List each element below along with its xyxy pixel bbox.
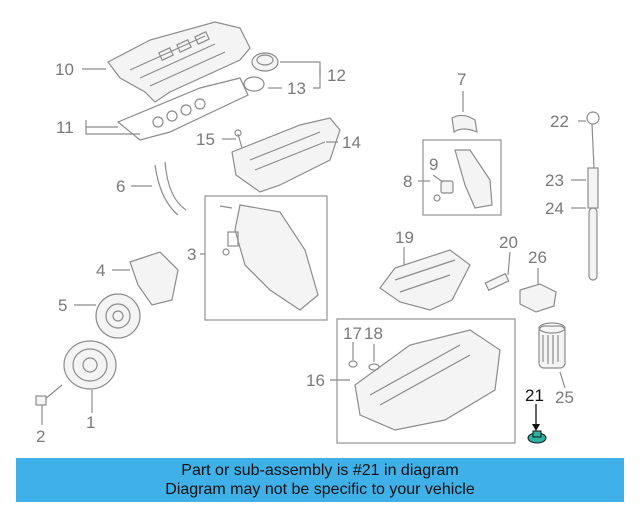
part-20 <box>484 272 510 292</box>
parts-diagram: 1 2 3 4 5 6 7 8 9 10 11 12 13 14 15 16 1… <box>35 21 600 446</box>
crankshaft-sprocket <box>95 293 141 339</box>
callout-17: 17 <box>343 324 362 343</box>
callout-7: 7 <box>457 70 466 89</box>
crankshaft-pulley <box>63 340 117 390</box>
callout-15: 15 <box>196 130 215 149</box>
banner-line-1: Part or sub-assembly is #21 in diagram <box>181 462 459 479</box>
callout-2: 2 <box>36 427 45 446</box>
valve-cover <box>107 21 251 103</box>
oil-baffle <box>379 249 471 311</box>
info-banner: Part or sub-assembly is #21 in diagram D… <box>16 458 624 502</box>
callout-1: 1 <box>86 413 95 432</box>
timing-cover-box <box>204 195 328 321</box>
callout-12: 12 <box>327 66 346 85</box>
banner-line-2: Diagram may not be specific to your vehi… <box>165 481 475 498</box>
callout-21: 21 <box>525 386 544 405</box>
callout-14: 14 <box>342 133 361 152</box>
oil-filter-adapter <box>519 283 557 313</box>
valve-cover-gasket <box>116 77 249 141</box>
callout-3: 3 <box>187 245 196 264</box>
callout-16: 16 <box>306 371 325 390</box>
engine-cover <box>231 117 341 193</box>
callout-8: 8 <box>403 172 412 191</box>
callout-26: 26 <box>528 248 547 267</box>
callout-9: 9 <box>429 155 438 174</box>
callout-10: 10 <box>55 60 74 79</box>
callout-4: 4 <box>96 261 105 280</box>
bracket-7 <box>451 114 478 134</box>
bolt-15 <box>234 129 243 149</box>
oil-dipstick <box>586 111 600 281</box>
callout-20: 20 <box>499 233 518 252</box>
callout-22: 22 <box>550 112 569 131</box>
leader-lines <box>41 61 586 425</box>
callout-23: 23 <box>545 171 564 190</box>
oil-pan-box <box>336 318 516 444</box>
callout-5: 5 <box>58 296 67 315</box>
rear-timing-cover <box>129 251 179 306</box>
oil-drain-plug <box>527 404 547 444</box>
callout-25: 25 <box>555 388 574 407</box>
oil-filler-cap <box>243 52 279 92</box>
callout-24: 24 <box>545 199 564 218</box>
pulley-bolt <box>35 384 63 406</box>
callout-13: 13 <box>287 79 306 98</box>
oil-filter <box>538 322 566 369</box>
callout-11: 11 <box>56 118 74 137</box>
callout-6: 6 <box>116 177 125 196</box>
callout-18: 18 <box>364 324 383 343</box>
callout-19: 19 <box>395 228 414 247</box>
timing-belt <box>154 161 187 216</box>
tensioner-box <box>422 139 502 216</box>
